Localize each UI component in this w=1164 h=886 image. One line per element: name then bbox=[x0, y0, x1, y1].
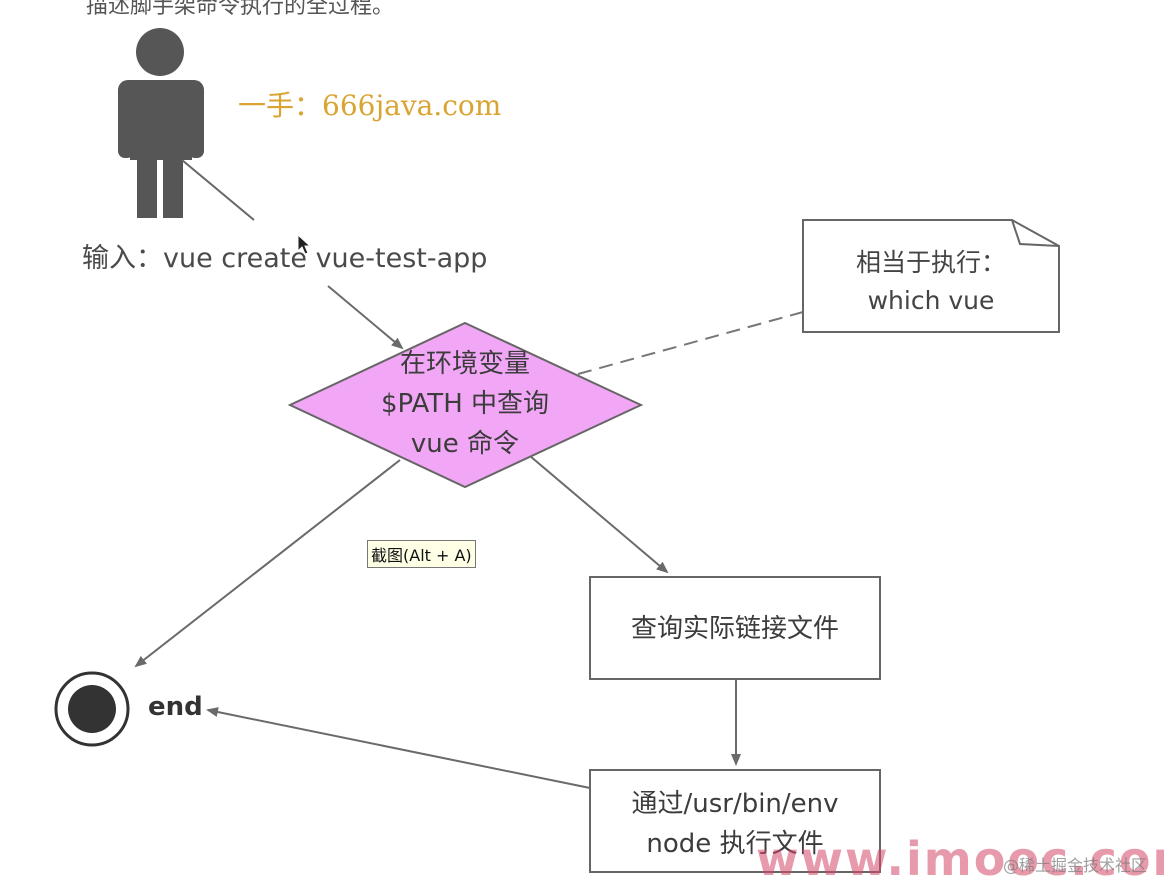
note-line: which vue bbox=[867, 286, 995, 315]
decision-diamond bbox=[287, 321, 644, 489]
watermark-juejin: @稀土掘金技术社区 bbox=[1003, 856, 1148, 875]
box-execute-file-label: 通过/usr/bin/env node 执行文件 bbox=[590, 784, 880, 864]
input-label: 输入：vue create vue-test-app bbox=[82, 243, 488, 274]
box-find-link bbox=[589, 576, 881, 680]
screenshot-tooltip: 截图(Alt + A) bbox=[367, 540, 476, 568]
end-state-icon bbox=[54, 671, 130, 747]
note-fold bbox=[1011, 219, 1060, 247]
note-box bbox=[802, 219, 1060, 333]
box-find-link-label: 查询实际链接文件 bbox=[630, 614, 839, 644]
watermark-bottom: www.imooc.com bbox=[756, 832, 1164, 886]
decision-line: 在环境变量 bbox=[399, 349, 530, 379]
box-execute-file bbox=[589, 769, 881, 873]
watermark-top: 一手：666java.com bbox=[238, 89, 502, 122]
arrow-box2-to-end bbox=[206, 707, 591, 789]
arrow-decision-to-box1 bbox=[529, 455, 669, 574]
box2-line: node 执行文件 bbox=[646, 829, 824, 859]
mouse-cursor-icon bbox=[297, 233, 312, 255]
box2-line: 通过/usr/bin/env bbox=[631, 789, 839, 819]
person-icon bbox=[118, 28, 204, 218]
end-label: end bbox=[148, 692, 203, 722]
decision-line: $PATH 中查询 bbox=[380, 389, 550, 419]
arrow-input-to-decision bbox=[327, 285, 404, 350]
decision-label: 在环境变量 $PATH 中查询 vue 命令 bbox=[290, 344, 640, 464]
note-line: 相当于执行： bbox=[855, 248, 1006, 277]
decision-line: vue 命令 bbox=[410, 429, 520, 459]
actor-link-line bbox=[181, 159, 255, 221]
note-label: 相当于执行： which vue bbox=[803, 244, 1059, 320]
arrow-decision-to-end bbox=[134, 459, 401, 668]
note-connector bbox=[577, 311, 804, 375]
top-caption: 描述脚手架命令执行的全过程。 bbox=[86, 0, 395, 19]
